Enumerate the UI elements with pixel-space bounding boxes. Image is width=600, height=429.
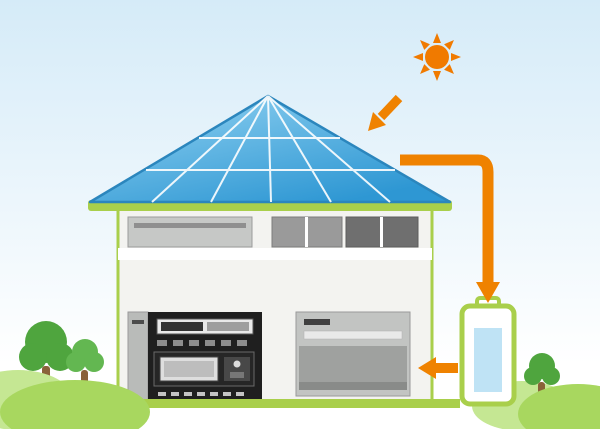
home-appliances xyxy=(127,311,411,403)
microwave-knob xyxy=(233,360,241,368)
arrow-head xyxy=(418,357,436,379)
sun-body xyxy=(425,45,449,69)
panel-grid-line xyxy=(267,95,332,203)
battery-charge-level xyxy=(474,328,502,392)
sun-ray xyxy=(433,71,441,81)
detail-dash xyxy=(158,392,166,396)
sun-ray xyxy=(413,53,423,61)
sun-ray xyxy=(451,53,461,61)
arrow-shaft xyxy=(377,94,403,121)
detail-dash xyxy=(223,392,231,396)
floor-divider xyxy=(118,248,432,260)
arrow-head xyxy=(368,112,386,131)
detail-dash xyxy=(236,392,244,396)
audio-button xyxy=(157,340,167,346)
panel-grid-line xyxy=(210,95,269,203)
tree-right-canopy xyxy=(542,367,560,385)
window-left-divider xyxy=(305,217,308,247)
sun-ray xyxy=(420,64,430,74)
dishwasher-handle xyxy=(304,319,330,325)
arrow-battery-to-house-icon xyxy=(418,357,458,379)
microwave-button xyxy=(230,372,244,378)
bush-right xyxy=(518,384,600,429)
sun-ray xyxy=(433,33,441,43)
panel-grid-line xyxy=(151,95,269,203)
cabinet-handle xyxy=(132,320,144,324)
vent-slot xyxy=(134,223,246,228)
audio-button xyxy=(173,340,183,346)
tree-large-canopy xyxy=(19,343,47,371)
sun-icon xyxy=(413,33,461,81)
panel-grid-line xyxy=(267,95,272,203)
audio-button xyxy=(205,340,215,346)
sun-rays xyxy=(413,33,461,81)
audio-display-window xyxy=(161,322,203,331)
house xyxy=(88,94,460,408)
solar-panel-grid xyxy=(146,95,395,203)
ground-line xyxy=(114,399,460,408)
window-right-divider xyxy=(380,217,383,247)
audio-display-panel xyxy=(207,322,249,331)
audio-base-details xyxy=(158,392,244,396)
tree-right-canopy xyxy=(524,367,542,385)
side-cabinet xyxy=(127,311,149,403)
audio-button xyxy=(221,340,231,346)
sun-ray xyxy=(444,64,454,74)
microwave-window-inner xyxy=(164,361,214,377)
arrow-shaft xyxy=(400,154,494,284)
audio-button xyxy=(237,340,247,346)
storage-battery xyxy=(459,296,517,407)
dishwasher-control-strip xyxy=(303,330,403,340)
tree-small-canopy xyxy=(84,352,104,372)
tree-small-canopy xyxy=(66,352,86,372)
detail-dash xyxy=(184,392,192,396)
audio-buttons xyxy=(157,340,247,346)
dishwasher-base xyxy=(299,382,407,390)
detail-dash xyxy=(210,392,218,396)
arrow-head xyxy=(476,282,500,303)
detail-dash xyxy=(197,392,205,396)
sun-ray xyxy=(420,40,430,50)
bush-left xyxy=(0,380,150,429)
audio-button xyxy=(189,340,199,346)
panel-grid-line xyxy=(267,95,391,203)
sun-ray xyxy=(444,40,454,50)
detail-dash xyxy=(171,392,179,396)
trees-left xyxy=(19,321,104,402)
arrow-roof-to-battery-icon xyxy=(400,154,500,303)
arrow-sun-to-roof-icon xyxy=(368,94,403,131)
vent-window xyxy=(127,216,253,248)
